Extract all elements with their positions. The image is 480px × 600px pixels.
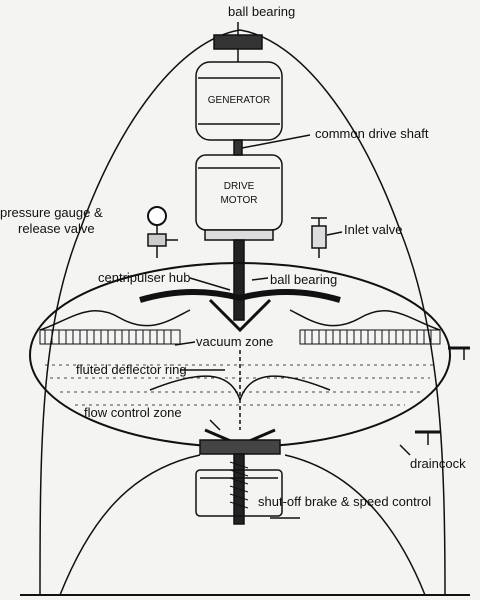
label-drive-motor-1: DRIVE xyxy=(223,181,255,192)
top-bearing xyxy=(213,34,263,50)
label-drive-motor-2: MOTOR xyxy=(220,195,258,206)
label-centripulser-hub: centripulser hub xyxy=(98,270,191,285)
outer-envelope xyxy=(39,29,446,596)
inner-line-left xyxy=(59,454,201,596)
label-pressure-gauge-2: release valve xyxy=(18,221,95,236)
label-ball-bearing-mid: ball bearing xyxy=(270,272,338,287)
brake-cylinder xyxy=(195,469,283,517)
pressure-gauge xyxy=(147,206,167,226)
inlet-valve xyxy=(311,225,327,249)
label-common-drive-shaft: common drive shaft xyxy=(315,126,429,141)
inner-line-right xyxy=(284,454,426,596)
drive-shaft xyxy=(233,139,243,156)
label-inlet-valve: Inlet valve xyxy=(344,222,403,237)
label-draincock: draincock xyxy=(410,456,466,471)
centripulser-hub xyxy=(139,288,341,303)
label-ball-bearing-top: ball bearing xyxy=(228,4,296,19)
hatched-band-left xyxy=(39,329,181,345)
label-pressure-gauge-1: pressure gauge & xyxy=(0,205,103,220)
main-shaft xyxy=(233,239,245,321)
label-fluted-deflector-ring: fluted deflector ring xyxy=(76,362,187,377)
label-generator: GENERATOR xyxy=(207,95,271,106)
label-flow-control-zone: flow control zone xyxy=(84,405,182,420)
hatched-band-right xyxy=(299,329,441,345)
label-shutoff-brake: shut-off brake & speed control xyxy=(258,494,432,509)
label-vacuum-zone: vacuum zone xyxy=(196,334,274,349)
